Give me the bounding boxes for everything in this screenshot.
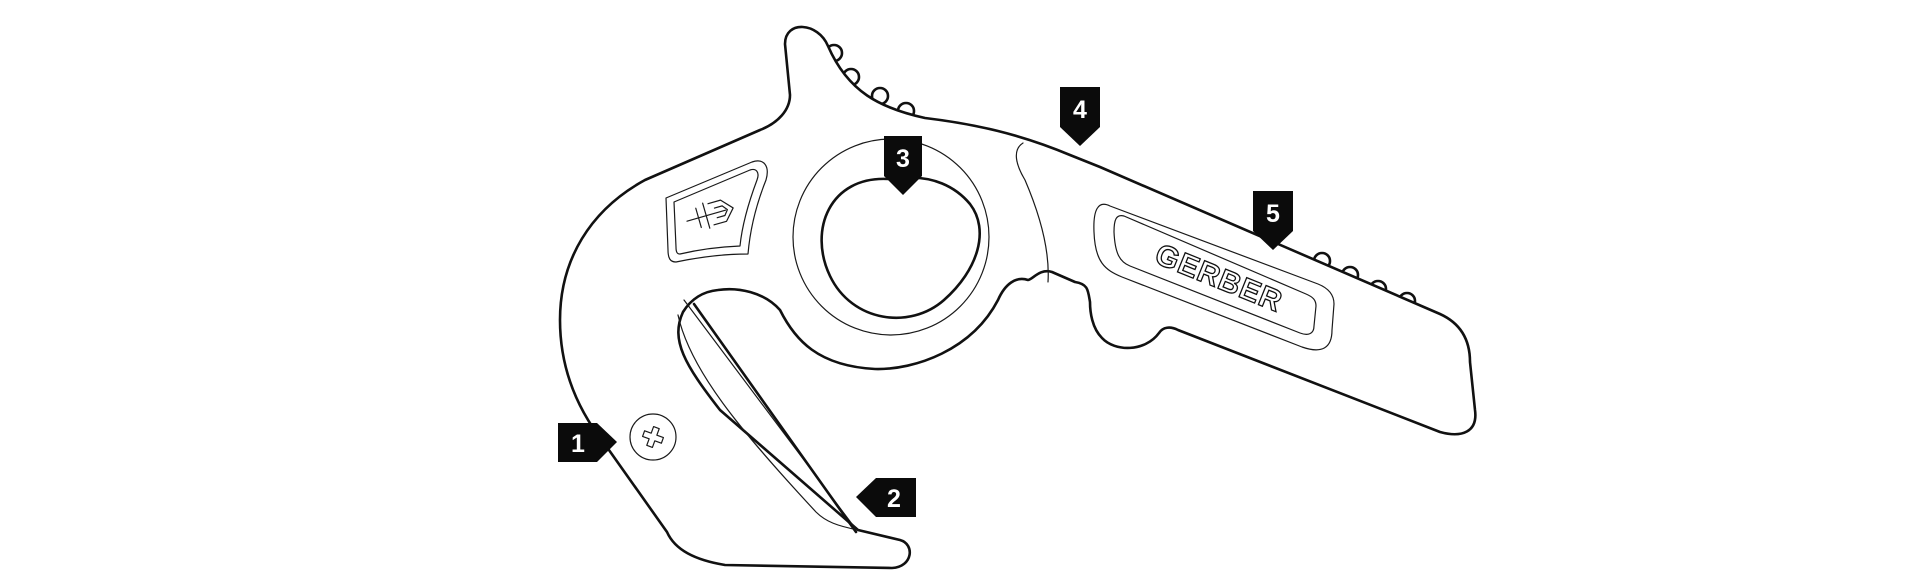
callout-5-number: 5 (1266, 200, 1280, 228)
shoulder-line (1015, 142, 1049, 283)
callout-5: 5 (1253, 191, 1293, 250)
callout-2: 2 (856, 478, 916, 517)
gerber-sword-logo-icon (665, 160, 768, 263)
callout-4-number: 4 (1073, 96, 1087, 124)
callout-1: 1 (558, 423, 617, 462)
callout-3-number: 3 (896, 145, 910, 173)
callout-3: 3 (884, 136, 922, 195)
callout-1-number: 1 (571, 430, 585, 458)
phillips-screw-icon (629, 413, 677, 461)
callout-2-number: 2 (887, 485, 901, 513)
callout-4: 4 (1060, 87, 1100, 146)
blade-contours (677, 299, 859, 534)
tool-body-outline (558, 25, 1477, 570)
